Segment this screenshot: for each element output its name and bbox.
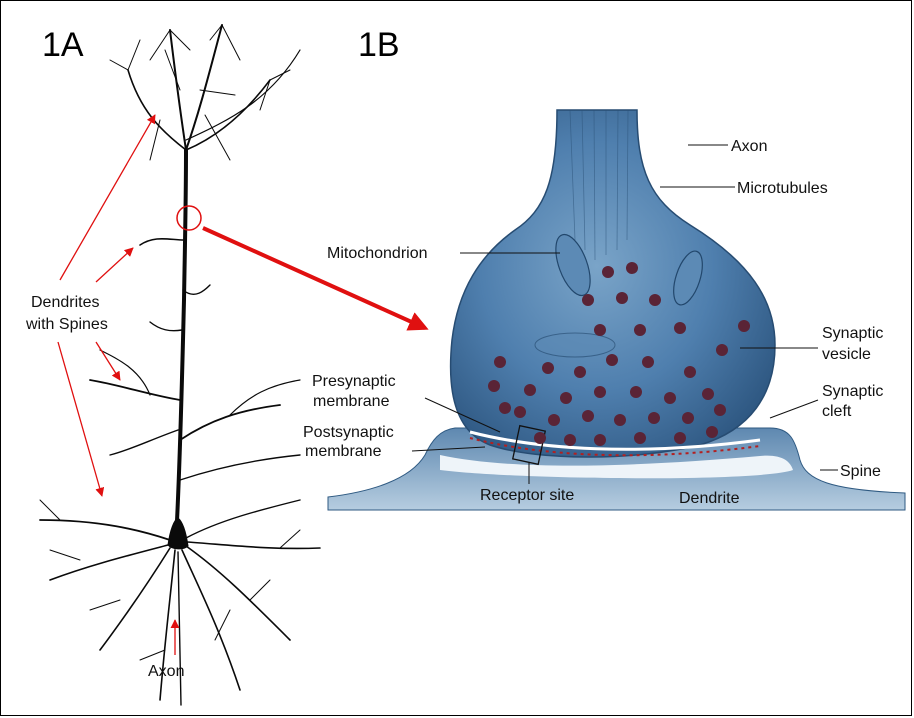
vesicle: [582, 294, 594, 306]
vesicle: [630, 386, 642, 398]
vesicle: [634, 432, 646, 444]
panel-label-1b: 1B: [358, 26, 400, 64]
vesicle: [542, 362, 554, 374]
vesicle: [534, 432, 546, 444]
vesicle: [548, 414, 560, 426]
synaptic-vesicle-label-line1: Synaptic: [822, 325, 883, 342]
vesicle: [716, 344, 728, 356]
vesicle: [514, 406, 526, 418]
vesicle: [738, 320, 750, 332]
presynaptic-label-line2: membrane: [313, 393, 390, 410]
vesicle: [706, 426, 718, 438]
receptor-site-label: Receptor site: [480, 487, 574, 504]
vesicle: [560, 392, 572, 404]
presynaptic-bouton: [451, 110, 775, 457]
synaptic-vesicle-label-line2: vesicle: [822, 346, 871, 363]
vesicle: [564, 434, 576, 446]
vesicle: [664, 392, 676, 404]
vesicle: [614, 414, 626, 426]
vesicle: [606, 354, 618, 366]
highlight-circle: [177, 206, 201, 230]
vesicle: [616, 292, 628, 304]
dendrite-label: Dendrite: [679, 490, 740, 507]
vesicle: [634, 324, 646, 336]
vesicle: [594, 434, 606, 446]
zoom-arrow: [203, 228, 425, 328]
postsynaptic-label-line2: membrane: [305, 443, 382, 460]
spine-label: Spine: [840, 463, 881, 480]
vesicle: [626, 262, 638, 274]
vesicle: [499, 402, 511, 414]
synaptic-cleft-label-line1: Synaptic: [822, 383, 883, 400]
vesicle: [494, 356, 506, 368]
pyramidal-neuron: [40, 25, 320, 705]
vesicle: [602, 266, 614, 278]
vesicle: [594, 386, 606, 398]
vesicle: [524, 384, 536, 396]
synapse-illustration: [328, 110, 905, 510]
vesicle: [702, 388, 714, 400]
mitochondrion-label: Mitochondrion: [327, 245, 428, 262]
vesicle: [594, 324, 606, 336]
vesicle: [714, 404, 726, 416]
vesicle: [642, 356, 654, 368]
postsynaptic-label-line1: Postsynaptic: [303, 424, 394, 441]
vesicle: [574, 366, 586, 378]
vesicle: [674, 432, 686, 444]
dendrites-label-line1: Dendrites: [31, 294, 99, 311]
vesicle: [684, 366, 696, 378]
dendrites-label-line2: with Spines: [25, 316, 108, 333]
vesicle: [582, 410, 594, 422]
synaptic-cleft-label-line2: cleft: [822, 403, 852, 420]
vesicle: [682, 412, 694, 424]
neuron-axon-label: Axon: [148, 663, 184, 680]
presynaptic-label-line1: Presynaptic: [312, 373, 396, 390]
axon-label: Axon: [731, 138, 767, 155]
vesicle: [648, 412, 660, 424]
vesicle: [674, 322, 686, 334]
vesicle: [649, 294, 661, 306]
vesicle: [488, 380, 500, 392]
panel-label-1a: 1A: [42, 26, 84, 64]
microtubules-label: Microtubules: [737, 180, 828, 197]
